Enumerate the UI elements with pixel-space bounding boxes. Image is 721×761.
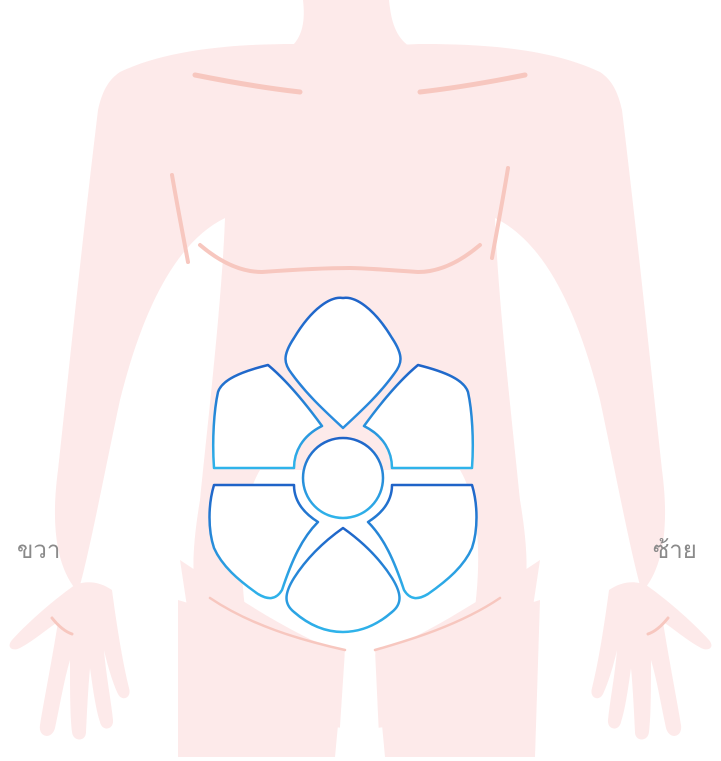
region-epigastric[interactable] (284, 296, 402, 430)
region-left-lumbar[interactable] (366, 483, 478, 600)
anatomy-lines (50, 72, 670, 652)
abdomen-regions (208, 296, 478, 634)
region-right-lumbar[interactable] (208, 483, 320, 600)
region-right-hypochondriac[interactable] (211, 363, 324, 470)
left-side-label: ซ้าย (653, 536, 697, 564)
region-umbilical[interactable] (301, 436, 385, 520)
right-side-label: ขวา (17, 536, 61, 564)
region-left-hypochondriac[interactable] (362, 363, 475, 470)
region-hypogastric[interactable] (285, 526, 401, 634)
